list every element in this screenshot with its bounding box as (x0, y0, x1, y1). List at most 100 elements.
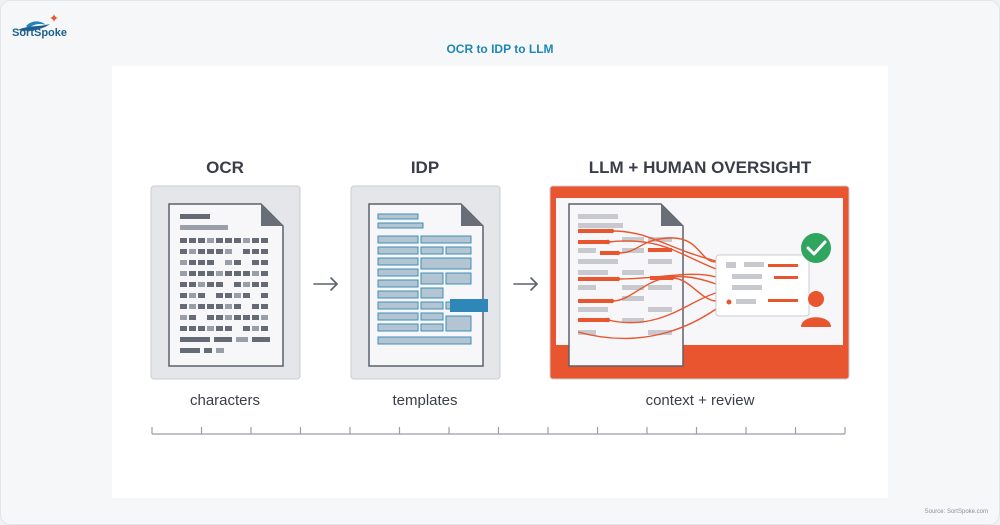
arrow-icon (513, 277, 538, 291)
sortspoke-logo-icon (18, 14, 58, 31)
stage-title-llm: LLM + HUMAN OVERSIGHT (588, 158, 812, 177)
ocr-glyph (225, 304, 232, 309)
ocr-glyph (225, 315, 232, 320)
brand-name[interactable]: SortSpoke (12, 27, 68, 39)
ocr-glyph (225, 249, 232, 254)
ocr-glyph (234, 293, 241, 298)
ocr-glyph (189, 271, 196, 276)
idp-panel (350, 185, 501, 380)
ocr-glyph (198, 326, 205, 331)
check-badge-icon (801, 233, 831, 263)
ocr-glyph (207, 304, 214, 309)
timeline-ruler (151, 427, 846, 435)
ocr-glyph (243, 271, 250, 276)
ocr-glyph (207, 260, 214, 265)
stage-caption-ocr: characters (189, 392, 261, 409)
ocr-glyph (189, 238, 196, 243)
ocr-glyph (225, 260, 232, 265)
ocr-glyph (236, 337, 248, 342)
ocr-glyph (225, 293, 232, 298)
ocr-glyph (216, 293, 223, 298)
ocr-glyph (225, 238, 232, 243)
ocr-glyph (234, 304, 241, 309)
ocr-glyph (252, 282, 259, 287)
stage-caption-llm: context + review (645, 392, 755, 409)
ocr-glyph (216, 282, 223, 287)
ocr-glyph (180, 315, 187, 320)
stage-caption-idp: templates (392, 392, 458, 409)
stage-title-ocr: OCR (206, 158, 244, 177)
ocr-glyph (189, 293, 196, 298)
ocr-glyph (180, 337, 210, 342)
ocr-glyph (234, 260, 241, 265)
ocr-glyph (180, 348, 200, 353)
ocr-glyph (207, 282, 214, 287)
ocr-glyph (252, 304, 259, 309)
ocr-glyph (252, 337, 270, 342)
ocr-glyph (198, 293, 205, 298)
ocr-glyph (261, 315, 268, 320)
ocr-glyph (198, 271, 205, 276)
ocr-glyph (243, 238, 250, 243)
ocr-glyph (261, 326, 268, 331)
ocr-glyph (180, 260, 187, 265)
ocr-character-glyphs (180, 214, 270, 353)
ocr-glyph (252, 260, 259, 265)
ocr-glyph (180, 214, 210, 219)
ocr-glyph (180, 293, 187, 298)
ocr-glyph (207, 238, 214, 243)
person-icon (801, 291, 831, 327)
ocr-glyph (243, 293, 250, 298)
ocr-glyph (180, 249, 187, 254)
ocr-glyph (180, 238, 187, 243)
ocr-glyph (189, 249, 196, 254)
ocr-glyph (216, 271, 223, 276)
ocr-glyph (261, 282, 268, 287)
ocr-glyph (252, 238, 259, 243)
ocr-glyph (214, 337, 232, 342)
ocr-glyph (207, 249, 214, 254)
ocr-glyph (216, 249, 223, 254)
ocr-glyph (243, 282, 250, 287)
ocr-glyph (189, 326, 196, 331)
ocr-glyph (207, 315, 214, 320)
ocr-glyph (243, 315, 250, 320)
arrow-icon (313, 277, 338, 291)
ocr-glyph (252, 271, 259, 276)
ocr-glyph (198, 249, 205, 254)
ocr-glyph (252, 326, 259, 331)
ocr-glyph (252, 249, 259, 254)
ocr-glyph (180, 304, 187, 309)
ocr-glyph (198, 282, 205, 287)
ocr-glyph (180, 271, 187, 276)
ocr-glyph (261, 293, 268, 298)
ocr-glyph (225, 326, 232, 331)
ocr-glyph (234, 282, 241, 287)
ocr-glyph (198, 260, 205, 265)
stage-title-idp: IDP (410, 158, 440, 177)
ocr-glyph (234, 238, 241, 243)
ocr-glyph (216, 238, 223, 243)
page-title: OCR to IDP to LLM (446, 42, 554, 56)
ocr-glyph (243, 249, 250, 254)
ocr-glyph (180, 282, 187, 287)
ocr-glyph (180, 326, 187, 331)
ocr-glyph (261, 271, 268, 276)
ocr-glyph (216, 326, 223, 331)
llm-panel (549, 185, 850, 380)
source-note: Source: SortSpoke.com (924, 509, 988, 515)
ocr-glyph (180, 225, 228, 230)
ocr-glyph (189, 304, 196, 309)
ocr-glyph (216, 315, 223, 320)
ocr-glyph (189, 315, 196, 320)
ocr-glyph (261, 238, 268, 243)
ocr-glyph (261, 260, 268, 265)
ocr-panel (150, 185, 301, 380)
ocr-glyph (189, 260, 196, 265)
ocr-glyph (207, 271, 214, 276)
ocr-glyph (204, 348, 212, 353)
ocr-glyph (189, 282, 196, 287)
ocr-glyph (198, 238, 205, 243)
ocr-glyph (234, 271, 241, 276)
